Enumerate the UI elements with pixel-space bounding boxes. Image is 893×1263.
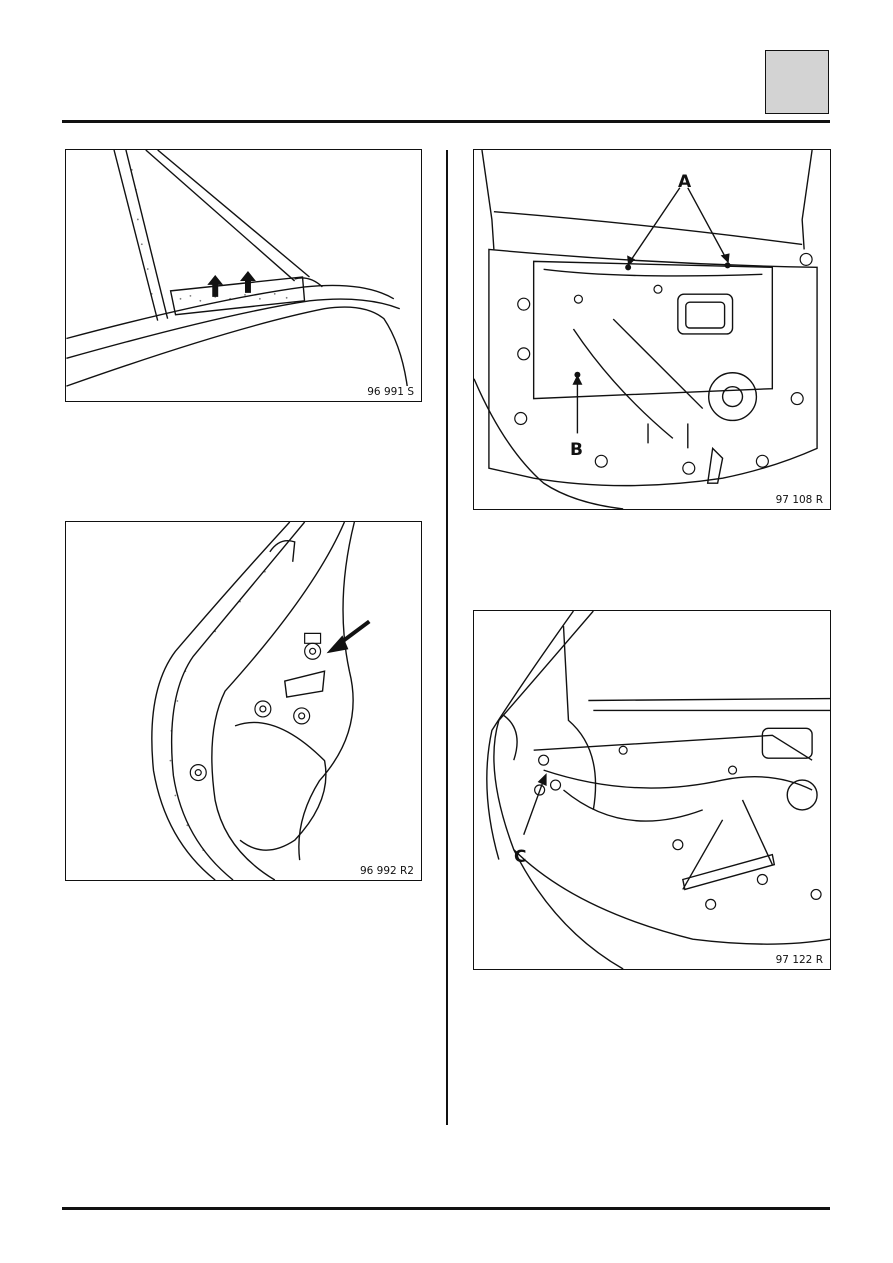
callout-label: B [570,440,583,460]
callout-label: A [678,172,692,192]
figure-reference-number: 96 991 S [366,386,415,398]
figure-reference-number: 97 122 R [774,954,824,966]
door-panel-illustration [474,150,818,509]
figure-reference-number: 97 108 R [774,494,824,506]
footer-rule [62,1207,830,1210]
figure-door-panel-front: A B 97 108 R [473,149,831,510]
column-divider [446,150,448,1125]
figure-door-mechanism: C 97 122 R [473,610,831,970]
figure-door-edge-clip: 96 992 R2 [65,521,422,881]
callout-label: C [514,847,527,867]
window-seal-illustration [66,150,410,399]
header-rule [62,120,830,123]
door-edge-illustration [151,522,371,880]
figure-window-seal: 96 991 S [65,149,422,402]
door-mechanism-illustration [486,611,830,969]
section-tab-box [765,50,829,114]
figure-reference-number: 96 992 R2 [358,865,415,877]
